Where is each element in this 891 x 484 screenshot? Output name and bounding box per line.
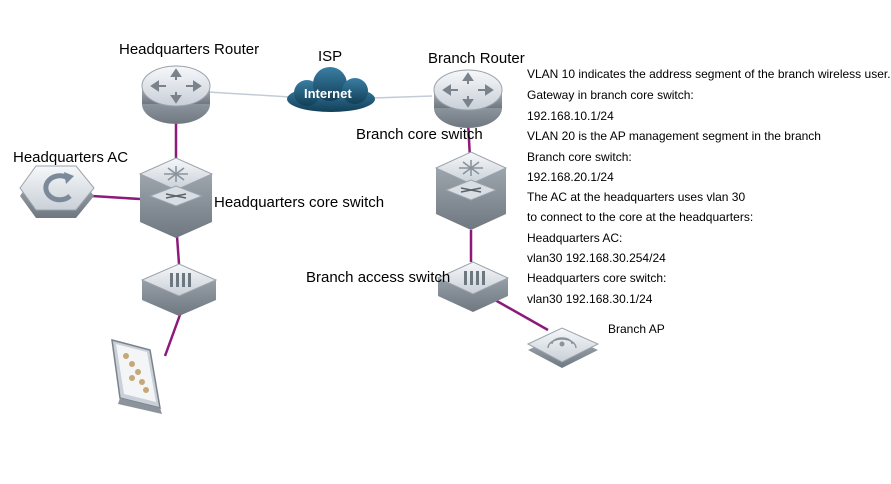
link-branchrouter-core xyxy=(466,121,472,159)
link-access-ap xyxy=(487,294,549,332)
link-internet-branchrouter xyxy=(371,95,433,99)
branch-core-switch-label: Branch core switch xyxy=(356,126,483,143)
hq-router-icon xyxy=(141,65,211,124)
note-line: 192.168.10.1/24 xyxy=(527,109,614,123)
note-line: Gateway in branch core switch: xyxy=(527,88,694,102)
internet-label: Internet xyxy=(304,86,352,101)
hq-ac-icon xyxy=(19,165,95,218)
cloud-icon xyxy=(287,67,375,112)
link-access-pc xyxy=(163,311,183,357)
hq-router-label: Headquarters Router xyxy=(119,41,260,58)
note-line: 192.168.20.1/24 xyxy=(527,170,614,184)
hq-access-switch-icon xyxy=(140,263,218,316)
note-line: Headquarters core switch: xyxy=(527,271,667,285)
hq-ac-label: Headquarters AC xyxy=(13,149,129,166)
branch-router-icon xyxy=(433,69,503,128)
network-diagram xyxy=(19,65,600,414)
note-line: Headquarters AC: xyxy=(527,231,623,245)
branch-ap-label: Branch AP xyxy=(608,322,665,336)
hq-core-switch-icon xyxy=(138,157,214,238)
note-line: VLAN 20 is the AP management segment in … xyxy=(527,129,821,143)
pc-icon xyxy=(111,338,162,414)
note-line: vlan30 192.168.30.254/24 xyxy=(527,251,666,265)
branch-router-label: Branch Router xyxy=(428,50,525,67)
note-line: vlan30 192.168.30.1/24 xyxy=(527,292,653,306)
branch-core-switch-icon xyxy=(434,151,508,230)
link-hqcore-access xyxy=(175,235,181,265)
link-hqrouter-internet xyxy=(207,91,291,98)
note-line: Branch core switch: xyxy=(527,150,632,164)
branch-access-switch-icon xyxy=(436,261,510,312)
branch-access-switch-label: Branch access switch xyxy=(306,269,451,286)
isp-label: ISP xyxy=(318,48,343,65)
link-hqac-hqcore xyxy=(91,194,141,201)
note-line: VLAN 10 indicates the address segment of… xyxy=(527,67,891,81)
note-line: The AC at the headquarters uses vlan 30 xyxy=(527,190,746,204)
branch-ap-icon xyxy=(526,327,600,368)
note-line: to connect to the core at the headquarte… xyxy=(527,210,754,224)
hq-core-switch-label: Headquarters core switch xyxy=(214,194,385,211)
